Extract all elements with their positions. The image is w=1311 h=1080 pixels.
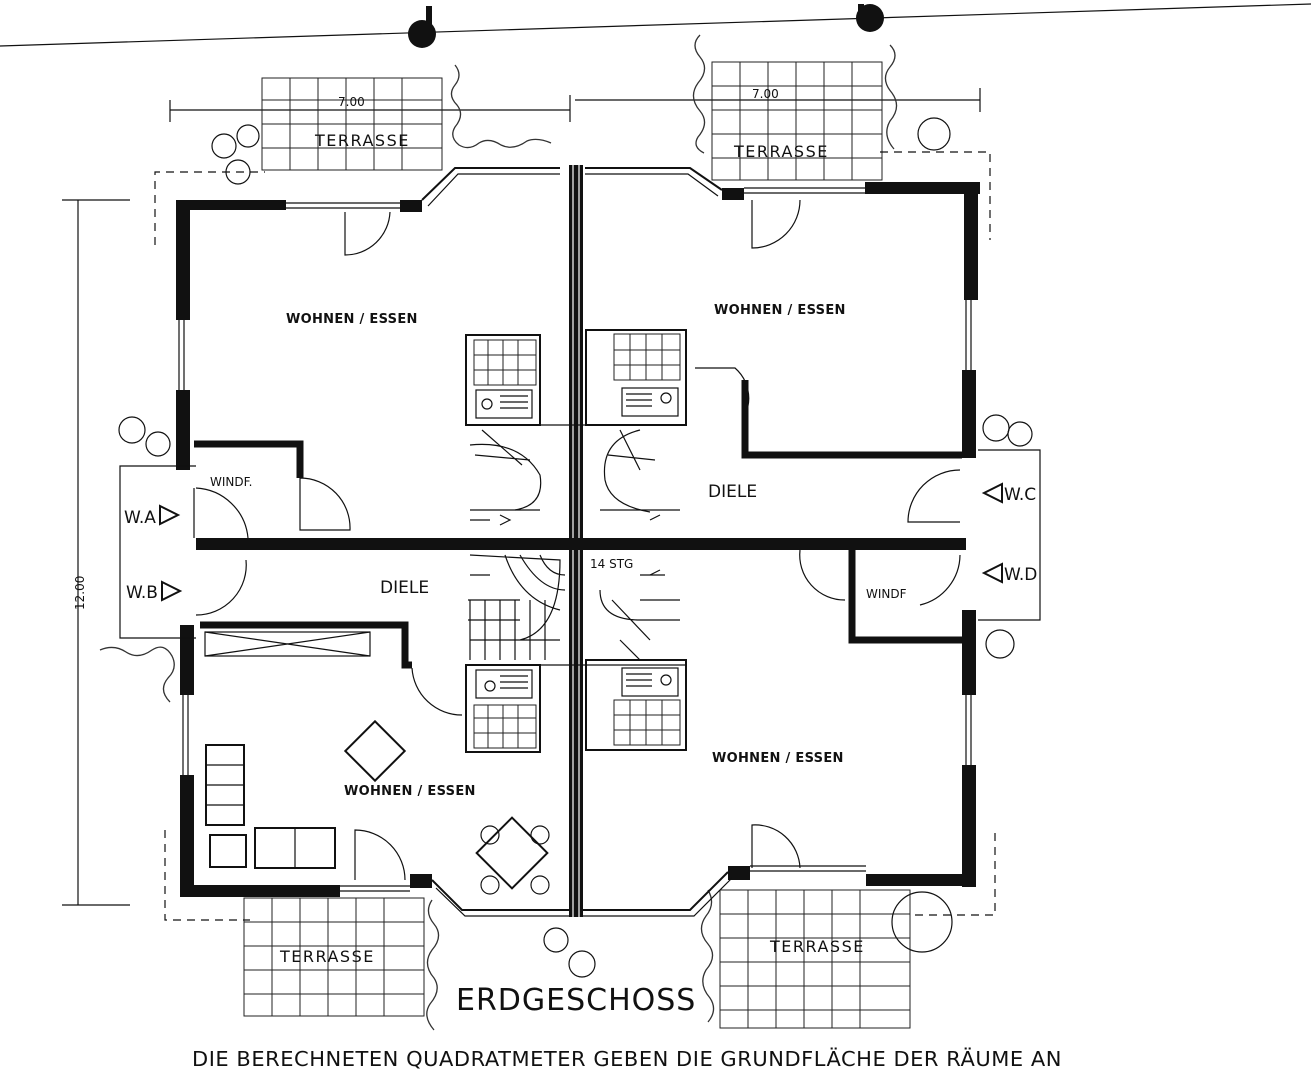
dimension-height: 12.00 (73, 576, 87, 610)
party-walls (196, 165, 966, 917)
room-label-wohnen-bottom-left: WOHNEN / ESSEN (344, 784, 476, 799)
entrance-b: W.B (126, 580, 183, 603)
binder-clips (0, 3, 1311, 48)
dimension-width-right: 7.00 (752, 87, 779, 101)
trees (118, 117, 1033, 978)
terrace-label-bottom-left: TERRASSE (279, 947, 375, 966)
dimension-width-left: 7.00 (338, 95, 365, 109)
staircases (468, 429, 680, 661)
entrance-label-d: W.D (1004, 565, 1037, 585)
terrace-top-left (261, 77, 443, 171)
terrace-label-top-left: TERRASSE (314, 131, 410, 150)
entrance-a: W.A (124, 504, 181, 528)
terrace-label-top-right: TERRASSE (733, 142, 829, 161)
entrance-label-c: W.C (1004, 485, 1036, 505)
plan-title: ERDGESCHOSS (456, 983, 696, 1018)
entrance-d: W.D (981, 562, 1037, 585)
entrance-label-b: W.B (126, 583, 158, 603)
room-label-wohnen-top-left: WOHNEN / ESSEN (286, 312, 418, 327)
room-label-diele-left: DIELE (380, 578, 429, 598)
furniture (204, 631, 550, 895)
entrance-label-a: W.A (124, 508, 156, 528)
interior-walls (193, 329, 962, 753)
hedges (99, 34, 898, 1031)
room-label-windfang-right: WINDF (866, 587, 907, 601)
stairs-label: 14 STG (590, 557, 633, 571)
terrace-bottom-left (243, 897, 425, 1017)
exterior-walls (176, 167, 980, 917)
entrance-frames (119, 449, 1041, 639)
doors (195, 199, 961, 881)
entrance-c: W.C (981, 482, 1036, 505)
room-label-wohnen-bottom-right: WOHNEN / ESSEN (712, 751, 844, 766)
terrace-label-bottom-right: TERRASSE (769, 937, 865, 956)
terrace-top-right (711, 61, 883, 181)
dimension-lines (62, 88, 981, 906)
room-label-windfang-left: WINDF. (210, 475, 252, 489)
room-label-wohnen-top-right: WOHNEN / ESSEN (714, 303, 846, 318)
kitchen-units (473, 333, 681, 749)
property-boundary (154, 151, 996, 921)
terrace-bottom-right (719, 889, 911, 1029)
plan-footnote: DIE BERECHNETEN QUADRATMETER GEBEN DIE G… (192, 1047, 1062, 1071)
room-label-diele-right: DIELE (708, 482, 757, 502)
